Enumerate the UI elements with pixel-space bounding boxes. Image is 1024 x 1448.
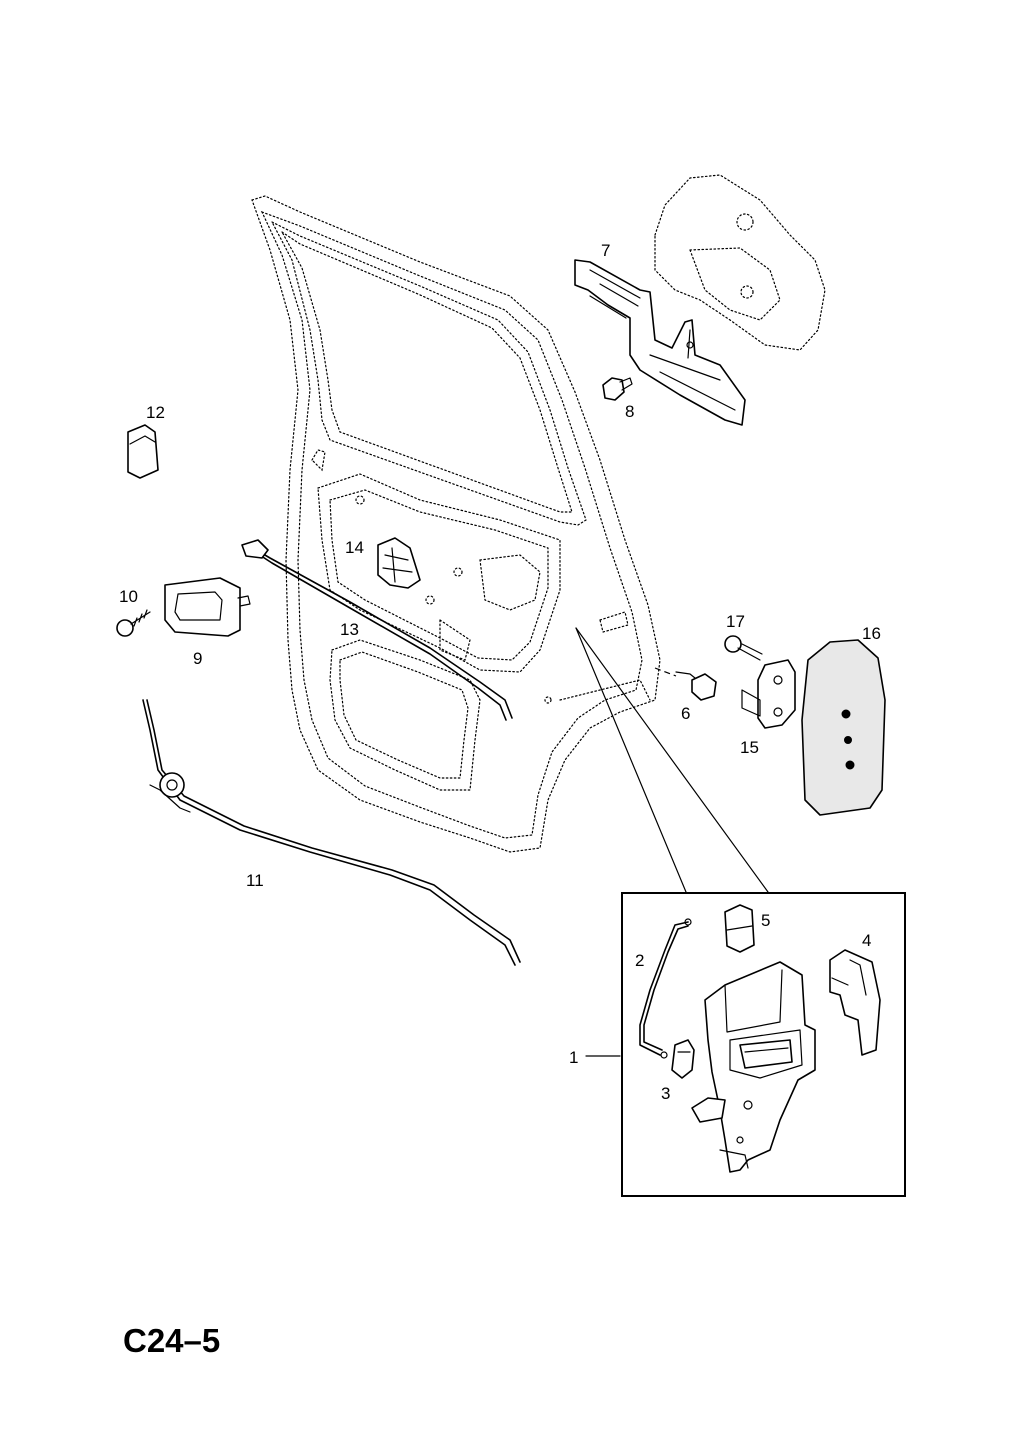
callout-2: 2 — [635, 951, 644, 970]
callout-5: 5 — [761, 911, 770, 930]
handle-bracket — [574, 259, 746, 426]
dashed-guide — [654, 667, 677, 677]
callout-15: 15 — [740, 738, 759, 757]
clip-14 — [377, 537, 421, 589]
callout-11: 11 — [246, 871, 264, 890]
callout-1: 1 — [569, 1048, 578, 1067]
part-12-cap — [127, 424, 159, 479]
callout-13: 13 — [340, 620, 359, 639]
inside-handle-9 — [164, 577, 251, 637]
callout-6: 6 — [681, 704, 690, 723]
callout-7: 7 — [601, 241, 610, 260]
cover-4 — [829, 949, 881, 1056]
outside-handle-ghost — [654, 174, 826, 351]
bolt-17 — [724, 635, 763, 661]
trim-16 — [801, 639, 886, 816]
rod-11 — [142, 699, 521, 966]
striker-15 — [741, 659, 796, 729]
callouts: 1 2 3 4 5 6 7 8 9 10 11 12 13 14 15 16 1… — [119, 241, 881, 1103]
callout-8: 8 — [625, 402, 634, 421]
bolt-8 — [602, 377, 633, 401]
callout-3: 3 — [661, 1084, 670, 1103]
rod-2 — [639, 918, 692, 1059]
callout-10: 10 — [119, 587, 138, 606]
rod-13 — [241, 539, 513, 721]
callout-4: 4 — [862, 931, 871, 950]
door-shell — [251, 195, 661, 853]
callout-16: 16 — [862, 624, 881, 643]
clip-3 — [671, 1039, 695, 1079]
door-lock-1 — [691, 961, 816, 1173]
callout-14: 14 — [345, 538, 364, 557]
callout-12: 12 — [146, 403, 165, 422]
diagram-code: C24–5 — [123, 1322, 220, 1359]
callout-9: 9 — [193, 649, 202, 668]
detail-box — [621, 892, 906, 1197]
cap-5 — [724, 904, 755, 953]
callout-17: 17 — [726, 612, 745, 631]
screw-10 — [116, 609, 151, 637]
leader-lines — [575, 627, 769, 1057]
bolt-6 — [675, 671, 717, 701]
